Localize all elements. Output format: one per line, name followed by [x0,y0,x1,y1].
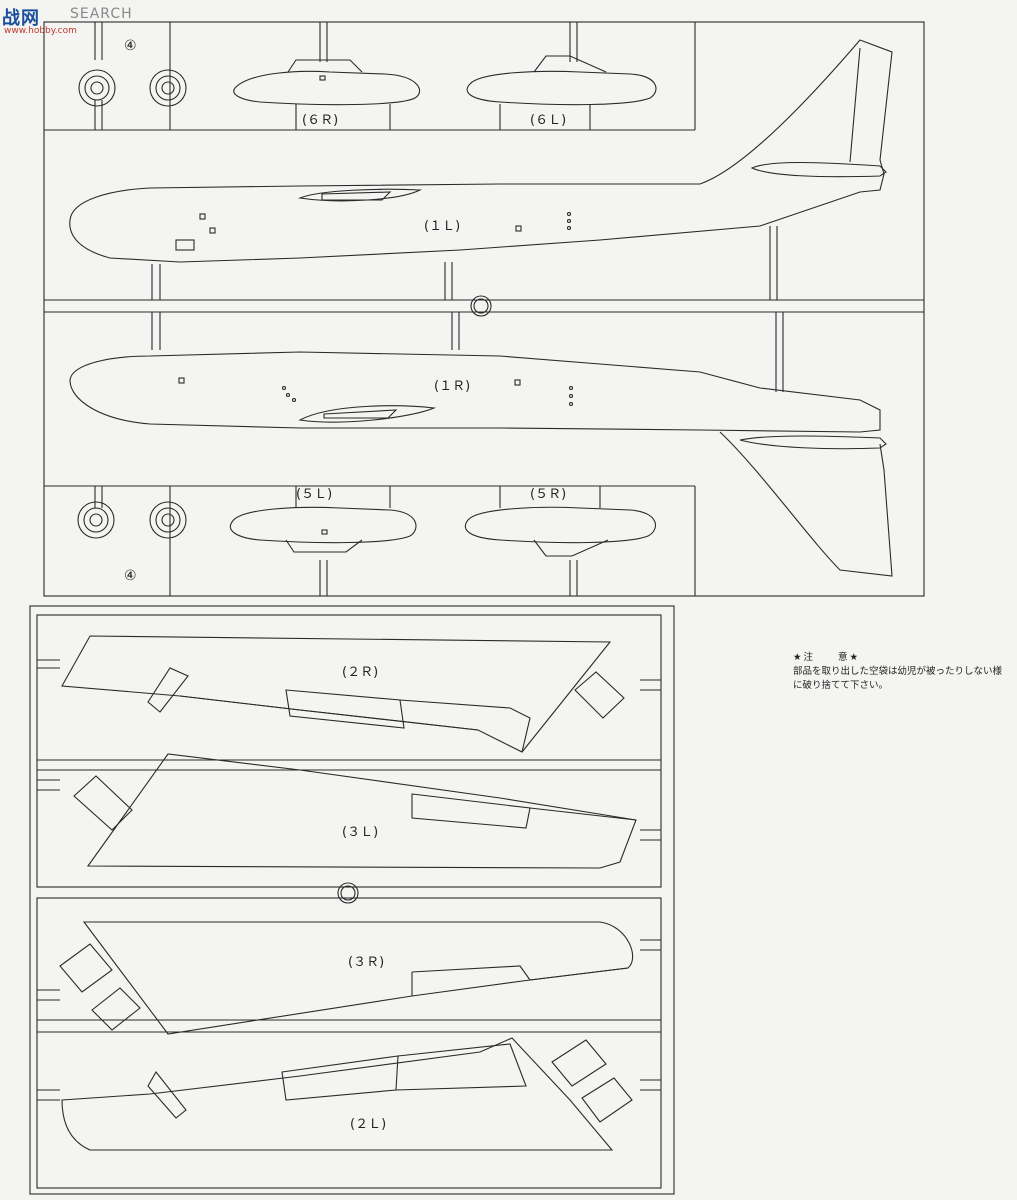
sprue-ring-inner [340,885,356,901]
bottom-runner-inner-upper [36,614,662,888]
fuselage-1L [69,39,893,263]
notice-body: 部品を取り出した空袋は幼児が被ったりしない様に破り捨てて下さい。 [793,666,1003,691]
label-part-5R: (５Ｒ) [530,487,566,502]
label-part-4-bottom: ④ [124,568,137,584]
wheel-parts-top [78,69,187,107]
notice-title: ★注 意★ [793,652,861,663]
sprue-gate [37,989,60,1101]
sprue-gate [37,659,60,791]
sprue-gate [94,100,103,130]
sprue-gate [444,262,453,300]
sprue-gate [94,486,103,508]
sprue-ring [470,295,492,317]
label-part-6L: (６Ｌ) [530,113,566,128]
sprue-gate [569,22,578,62]
bottom-runner [29,605,675,1195]
sprue-gate [94,22,103,60]
fuselage-1R [69,351,893,577]
bottom-runner-inner-lower [36,897,662,1189]
sprue-gate [451,312,460,350]
label-part-1L: (１Ｌ) [424,219,460,234]
wing-3R [59,921,634,1035]
engine-pod-5L [229,506,417,553]
wing-2L [61,1037,633,1151]
sprue-gate [640,939,661,1091]
watermark-logo: 战网 [2,8,40,29]
sprue-ring-inner [473,298,489,314]
engine-pod-5R [464,506,657,557]
label-part-3R: (３Ｒ) [348,955,384,970]
sprue-gate [319,560,328,596]
sprue-gate [769,226,778,300]
sprue-gate [295,486,601,508]
safety-notice: ★注 意★ 部品を取り出した空袋は幼児が被ったりしない様に破り捨てて下さい。 [793,651,1003,693]
label-part-3L: (３Ｌ) [342,825,378,840]
label-part-5L: (５Ｌ) [296,487,332,502]
engine-pod-6R [233,59,421,106]
sprue-gate [151,312,161,350]
label-part-2L: (２Ｌ) [350,1117,386,1132]
wing-3L [73,753,637,869]
sprue-gate [775,312,784,392]
watermark-url: www.hobby.com [4,26,77,36]
sprue-gate [569,560,578,596]
top-runner-frame [43,21,925,597]
engine-pod-6L [466,55,657,106]
sprue-ring [337,882,359,904]
label-part-1R: (１Ｒ) [434,379,470,394]
wing-2R [61,635,625,753]
sprue-gate [295,104,391,130]
watermark-search: SEARCH [70,6,133,22]
sprue-gate [151,264,161,300]
label-part-4-top: ④ [124,38,137,54]
sprue-gate [319,22,328,62]
top-runner [43,21,925,597]
wheel-parts-bottom [77,501,187,539]
label-part-2R: (２Ｒ) [342,665,378,680]
sprue-gate [640,679,661,841]
bottom-runner-frame [29,605,675,1195]
sprue-gate [499,104,591,130]
label-part-6R: (６Ｒ) [302,113,338,128]
